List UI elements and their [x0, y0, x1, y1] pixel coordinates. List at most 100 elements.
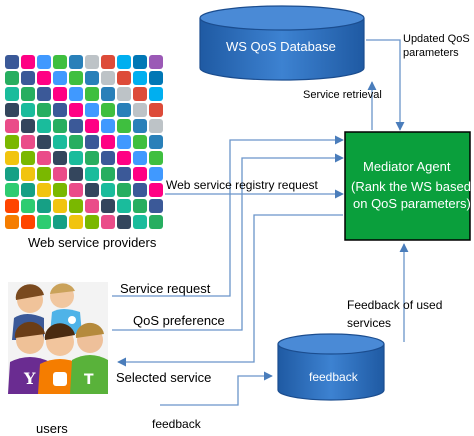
provider-icon	[37, 183, 51, 197]
provider-icon	[117, 183, 131, 197]
provider-icon	[53, 55, 67, 69]
provider-icon	[101, 183, 115, 197]
feedback-used-label-line1: Feedback of used	[347, 298, 443, 312]
web-service-provider-icons	[5, 55, 163, 229]
provider-icon	[133, 135, 147, 149]
provider-icon	[5, 199, 19, 213]
provider-icon	[53, 135, 67, 149]
provider-icon	[133, 167, 147, 181]
users-label: users	[36, 421, 68, 436]
provider-icon	[69, 103, 83, 117]
provider-icon	[85, 183, 99, 197]
provider-icon	[101, 199, 115, 213]
provider-icon	[53, 119, 67, 133]
provider-icon	[101, 215, 115, 229]
provider-icon	[21, 183, 35, 197]
provider-icon	[5, 167, 19, 181]
provider-icon	[85, 151, 99, 165]
provider-icon	[149, 151, 163, 165]
provider-icon	[53, 87, 67, 101]
provider-icon	[69, 151, 83, 165]
provider-icon	[21, 167, 35, 181]
provider-icon	[149, 87, 163, 101]
provider-icon	[5, 103, 19, 117]
provider-icon	[5, 87, 19, 101]
provider-icon	[117, 55, 131, 69]
provider-icon	[21, 215, 35, 229]
provider-icon	[21, 55, 35, 69]
provider-icon	[149, 119, 163, 133]
provider-icon	[21, 119, 35, 133]
provider-icon	[53, 215, 67, 229]
provider-icon	[101, 119, 115, 133]
provider-icon	[37, 119, 51, 133]
provider-icon	[133, 55, 147, 69]
service-retrieval-label: Service retrieval	[303, 89, 382, 101]
provider-icon	[101, 103, 115, 117]
arrow-selected-service	[117, 214, 343, 367]
provider-icon	[69, 215, 83, 229]
provider-icon	[21, 103, 35, 117]
provider-icon	[5, 215, 19, 229]
qos-preference-label: QoS preference	[133, 313, 225, 328]
provider-icon	[85, 167, 99, 181]
provider-icon	[149, 135, 163, 149]
provider-icon	[133, 119, 147, 133]
mediator-subtitle-line2: on QoS parameters)	[353, 196, 471, 211]
provider-icon	[69, 167, 83, 181]
provider-icon	[85, 87, 99, 101]
provider-icon	[5, 119, 19, 133]
provider-icon	[21, 151, 35, 165]
provider-icon	[53, 71, 67, 85]
provider-icon	[37, 215, 51, 229]
provider-icon	[85, 135, 99, 149]
provider-icon	[117, 103, 131, 117]
database-label: WS QoS Database	[226, 39, 336, 54]
provider-icon	[37, 55, 51, 69]
provider-icon	[85, 71, 99, 85]
providers-label: Web service providers	[28, 235, 157, 250]
provider-icon	[21, 199, 35, 213]
provider-icon	[101, 87, 115, 101]
feedback-database-cylinder	[277, 333, 385, 401]
provider-icon	[117, 167, 131, 181]
provider-icon	[37, 199, 51, 213]
provider-icon	[117, 151, 131, 165]
mediator-agent-box	[344, 131, 471, 241]
provider-icon	[37, 103, 51, 117]
provider-icon	[117, 199, 131, 213]
provider-icon	[101, 135, 115, 149]
provider-icon	[37, 135, 51, 149]
provider-icon	[69, 87, 83, 101]
provider-icon	[149, 71, 163, 85]
provider-icon	[21, 135, 35, 149]
provider-icon	[53, 183, 67, 197]
provider-icon	[117, 135, 131, 149]
service-request-label: Service request	[120, 281, 211, 296]
provider-icon	[69, 71, 83, 85]
updated-qos-label-line2: parameters	[403, 47, 459, 59]
provider-icon	[21, 87, 35, 101]
provider-icon	[101, 151, 115, 165]
user-feedback-label: feedback	[152, 417, 201, 431]
provider-icon	[69, 119, 83, 133]
provider-icon	[117, 71, 131, 85]
arrow-service-request	[112, 135, 344, 297]
provider-icon	[133, 103, 147, 117]
provider-icon	[69, 135, 83, 149]
provider-icon	[149, 55, 163, 69]
provider-icon	[133, 71, 147, 85]
provider-icon	[133, 199, 147, 213]
provider-icon	[101, 167, 115, 181]
provider-icon	[53, 103, 67, 117]
provider-icon	[37, 71, 51, 85]
provider-icon	[69, 183, 83, 197]
provider-icon	[149, 215, 163, 229]
mediator-subtitle-line1: (Rank the WS based	[351, 179, 471, 194]
provider-icon	[5, 55, 19, 69]
provider-icon	[85, 199, 99, 213]
provider-icon	[85, 103, 99, 117]
provider-icon	[37, 87, 51, 101]
provider-icon	[149, 199, 163, 213]
